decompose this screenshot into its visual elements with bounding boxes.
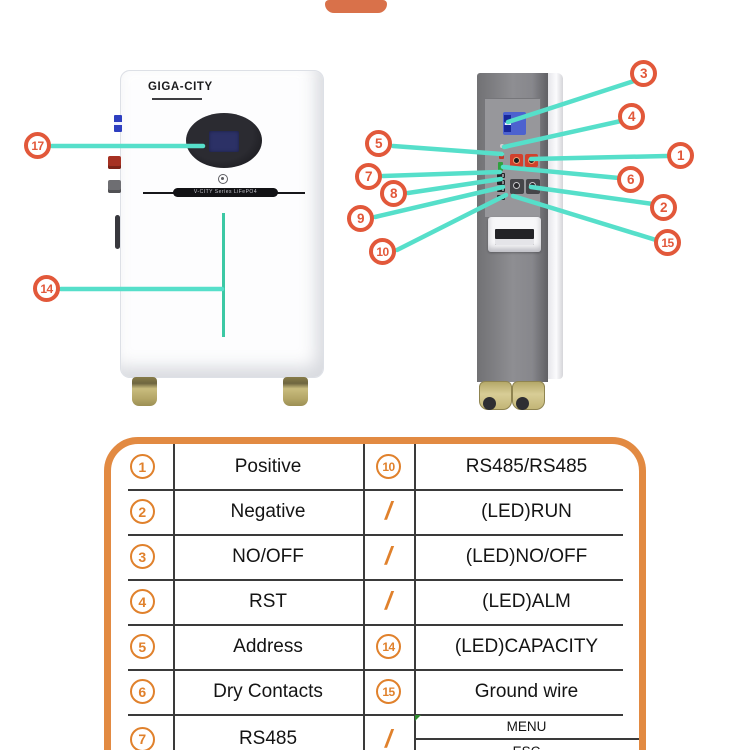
column-divider: [363, 444, 365, 750]
comm-port-blue: [503, 112, 526, 135]
callout-10: 10: [369, 238, 396, 265]
led-indicator: [497, 180, 505, 185]
reset-button: [500, 144, 504, 148]
table-row: 7 RS485 / MENU ESC: [111, 714, 639, 750]
menu-esc-stack: MENU ESC: [414, 714, 639, 750]
rs485-port: [497, 195, 505, 200]
side-front-edge: [548, 73, 563, 379]
legend-table: 1 Positive 10 RS485/RS485 2 Negative / (…: [104, 437, 646, 750]
row-number: 3: [129, 544, 155, 569]
sub-row-divider: [414, 738, 639, 740]
row-number: /: [385, 542, 392, 570]
callout-17: 17: [24, 132, 51, 159]
table-row: 5 Address 14 (LED)CAPACITY: [111, 624, 639, 669]
row-label: (LED)CAPACITY: [454, 635, 599, 657]
row-label: ESC: [414, 740, 639, 750]
column-divider: [414, 444, 416, 750]
row-divider: [128, 534, 623, 536]
row-label: NO/OFF: [232, 545, 304, 567]
capacity-led-pointer-line: [222, 213, 225, 337]
led-indicator: [497, 173, 505, 178]
row-label: Ground wire: [474, 680, 579, 702]
row-divider: [128, 489, 623, 491]
address-indicator: [499, 152, 504, 159]
negative-terminal: [526, 179, 540, 194]
row-label: Positive: [234, 455, 302, 477]
caster-wheel: [479, 381, 512, 410]
callout-6: 6: [617, 166, 644, 193]
row-number: /: [385, 497, 392, 525]
callout-9: 9: [347, 205, 374, 232]
table-row: 2 Negative / (LED)RUN: [111, 489, 639, 534]
callout-2: 2: [650, 194, 677, 221]
side-connector-red: [108, 156, 121, 169]
row-label: Dry Contacts: [213, 680, 323, 702]
side-connector-slot: [115, 215, 120, 249]
row-label: (LED)NO/OFF: [465, 545, 588, 567]
row-label: RS485/RS485: [465, 455, 588, 477]
power-dial-icon: [218, 174, 228, 184]
row-number: 10: [376, 454, 401, 479]
page-top-tab: [325, 0, 387, 13]
positive-terminal: [510, 154, 523, 167]
battery-foot: [132, 377, 157, 406]
row-label: RS485: [238, 728, 298, 749]
table-row: 6 Dry Contacts 15 Ground wire: [111, 669, 639, 714]
callout-3: 3: [630, 60, 657, 87]
row-number: /: [385, 587, 392, 615]
row-number: 5: [129, 634, 155, 659]
caster-wheel: [512, 381, 545, 410]
callout-4: 4: [618, 103, 645, 130]
row-number: 6: [129, 679, 155, 704]
row-label: (LED)ALM: [482, 590, 571, 612]
row-number: 7: [129, 726, 155, 750]
handle-slot: [495, 229, 534, 245]
led-indicator: [497, 187, 505, 192]
row-divider: [128, 624, 623, 626]
row-label: Address: [233, 635, 303, 657]
run-led: [498, 162, 503, 171]
lcd-screen: [209, 131, 239, 152]
side-connector-gray: [108, 180, 121, 193]
column-divider: [173, 444, 175, 750]
callout-8: 8: [380, 180, 407, 207]
row-divider: [128, 669, 623, 671]
row-number: 2: [129, 499, 155, 524]
negative-terminal: [510, 179, 524, 194]
callout-15: 15: [654, 229, 681, 256]
series-label: V-CITY Series LiFePO4: [173, 188, 278, 197]
row-number: 15: [376, 679, 401, 704]
carry-handle: [488, 217, 541, 252]
brand-tagline-bar: [152, 98, 202, 100]
callout-5: 5: [365, 130, 392, 157]
battery-front-view: GIGA-CITY V-CITY Series LiFePO4: [108, 70, 324, 406]
brand-logo: GIGA-CITY: [148, 81, 213, 93]
row-number: /: [385, 724, 392, 750]
positive-terminal: [525, 154, 538, 167]
row-divider: [128, 579, 623, 581]
battery-side-view: [477, 73, 563, 410]
green-marker-icon: [415, 715, 421, 721]
row-label: (LED)RUN: [481, 500, 572, 522]
table-row: 1 Positive 10 RS485/RS485: [111, 444, 639, 489]
battery-foot: [283, 377, 308, 406]
row-label: MENU: [506, 718, 547, 734]
callout-1: 1: [667, 142, 694, 169]
row-label: Negative: [230, 500, 306, 522]
row-divider: [128, 714, 623, 716]
row-number: 4: [129, 589, 155, 614]
callout-7: 7: [355, 163, 382, 190]
row-label: RST: [249, 590, 287, 612]
side-connector-blue: [114, 115, 122, 132]
row-number: 14: [376, 634, 401, 659]
callout-14: 14: [33, 275, 60, 302]
table-row: 4 RST / (LED)ALM: [111, 579, 639, 624]
row-number: 1: [129, 454, 155, 479]
table-row: 3 NO/OFF / (LED)NO/OFF: [111, 534, 639, 579]
